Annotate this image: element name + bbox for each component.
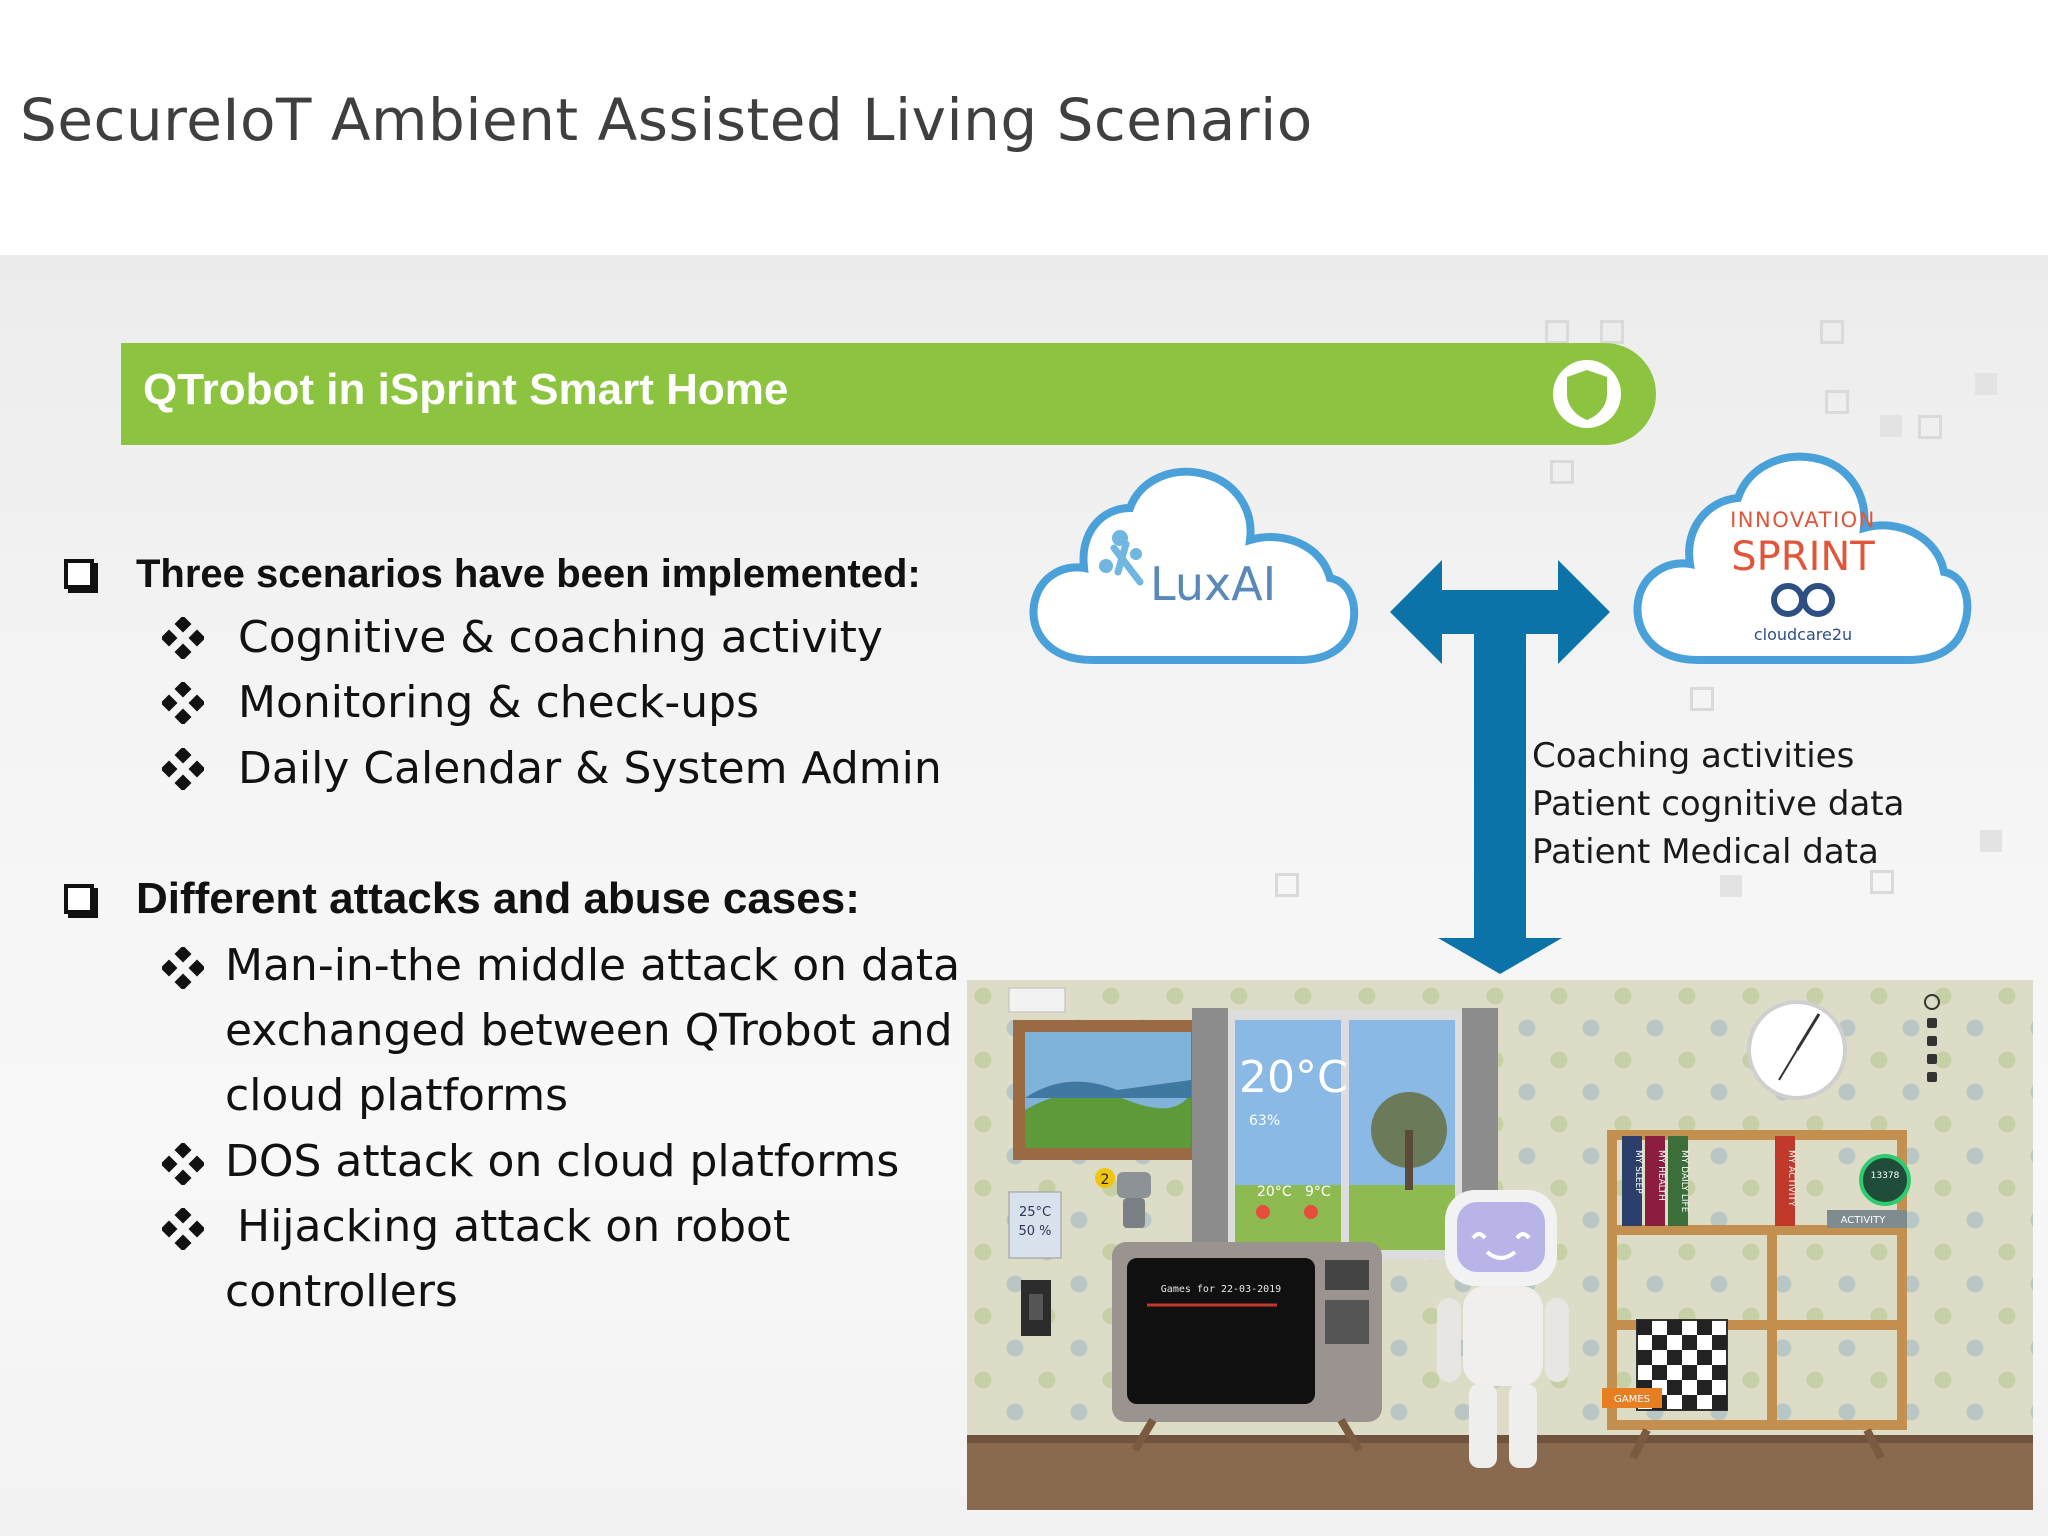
activity-widget: 13378 ACTIVITY — [1827, 1154, 1911, 1228]
attack-item-line: Hijacking attack on robot — [237, 1201, 791, 1252]
side-icons — [1924, 994, 1940, 1082]
cloudcare-label: cloudcare2u — [1754, 625, 1852, 644]
tv-leg — [1337, 1417, 1363, 1453]
shield-icon — [1553, 360, 1621, 428]
book-label: MY SLEEP — [1633, 1150, 1643, 1194]
diamond-bullet-icon — [162, 1143, 204, 1185]
deco-square — [1870, 870, 1894, 894]
cloudcare-logo-icon — [1771, 583, 1835, 617]
deco-square — [1545, 320, 1569, 344]
deco-square — [1550, 460, 1574, 484]
deco-square — [1720, 875, 1742, 897]
innovation-label: INNOVATION — [1730, 508, 1876, 532]
smart-home-illustration: 2 25°C 50 % 20°C 63% 20°C 9°C Games for … — [967, 980, 2033, 1510]
games-tag — [1602, 1388, 1662, 1408]
room-scene: 2 25°C 50 % 20°C 63% 20°C 9°C Games for … — [967, 987, 2033, 1510]
weather-humidity: 63% — [1249, 1113, 1280, 1129]
scenario-item: Daily Calendar & System Admin — [238, 743, 942, 794]
title-area: SecureIoT Ambient Assisted Living Scenar… — [0, 0, 2048, 255]
diamond-bullet-icon — [162, 748, 204, 790]
thermostat — [1008, 1191, 1062, 1259]
scenario-item: Monitoring & check-ups — [238, 677, 760, 728]
book-label: MY ACTIVITY — [1786, 1150, 1796, 1207]
innovation-sprint-cloud: INNOVATION SPRINT cloudcare2u — [1633, 452, 1972, 664]
small-note — [1008, 987, 1066, 1013]
data-flow-label: Patient cognitive data — [1532, 784, 1905, 824]
weather-temperature: 20°C — [1239, 1052, 1348, 1103]
data-flow-arrow-icon — [1390, 560, 1610, 974]
cloud-shape — [1029, 467, 1359, 664]
mini-robot-icon — [1117, 1172, 1151, 1198]
deco-square — [1918, 415, 1942, 439]
luxai-label: LuxAI — [1150, 557, 1276, 611]
tv-screen — [1127, 1258, 1315, 1404]
attack-item-line: Man-in-the middle attack on data — [225, 940, 961, 991]
notification-badge — [1095, 1168, 1115, 1188]
diamond-bullet-icon — [162, 617, 204, 659]
checkbox-bullet-icon — [64, 559, 94, 589]
sprint-label: SPRINT — [1731, 534, 1875, 580]
data-flow-label: Coaching activities — [1532, 736, 1855, 776]
floor — [967, 1435, 2033, 1510]
tv-text: Games for 22-03-2019 — [1161, 1284, 1281, 1295]
diamond-bullet-icon — [162, 1208, 204, 1250]
robot-face-screen — [1457, 1202, 1545, 1272]
attack-item-line: DOS attack on cloud platforms — [225, 1136, 900, 1187]
curtain-left — [1192, 1008, 1228, 1278]
data-flow-label: Patient Medical data — [1532, 832, 1879, 872]
qtrobot-figure — [1437, 1190, 1569, 1468]
slide-title: SecureIoT Ambient Assisted Living Scenar… — [20, 86, 1313, 154]
forecast-low: 9°C — [1305, 1184, 1331, 1200]
tv-leg — [1131, 1417, 1157, 1453]
deco-square — [1690, 687, 1714, 711]
banner-label: QTrobot in iSprint Smart Home — [143, 365, 789, 414]
attack-item-line: cloud platforms — [225, 1070, 569, 1121]
section-banner: QTrobot in iSprint Smart Home — [121, 343, 1656, 445]
attack-item-line: exchanged between QTrobot and — [225, 1005, 953, 1056]
deco-square — [1975, 373, 1997, 395]
deco-square — [1275, 873, 1299, 897]
luxai-logo-icon — [1099, 530, 1144, 586]
book-label: MY HEALTH — [1656, 1150, 1666, 1201]
deco-square — [1825, 390, 1849, 414]
attack-item-line: controllers — [225, 1266, 458, 1317]
activity-label: ACTIVITY — [1841, 1215, 1887, 1226]
badge-count: 2 — [1101, 1172, 1110, 1188]
diamond-bullet-icon — [162, 682, 204, 724]
attacks-heading: Different attacks and abuse cases: — [136, 874, 860, 923]
book-label: MY DAILY LIFE — [1679, 1150, 1689, 1213]
games-label: GAMES — [1614, 1394, 1650, 1405]
scenarios-heading: Three scenarios have been implemented: — [136, 552, 921, 596]
thermostat-temp: 25°C — [1019, 1205, 1051, 1220]
cloud-shape — [1633, 452, 1972, 664]
deco-square — [1820, 320, 1844, 344]
thermostat-humidity: 50 % — [1018, 1224, 1051, 1239]
deco-square — [1980, 830, 2002, 852]
bookshelf — [1607, 1130, 1907, 1460]
deco-square — [1880, 415, 1902, 437]
step-count: 13378 — [1871, 1171, 1900, 1181]
books: MY SLEEP MY HEALTH MY DAILY LIFE MY ACTI… — [1622, 1136, 1796, 1226]
checkbox-bullet-icon — [64, 884, 94, 914]
forecast-high: 20°C — [1257, 1184, 1292, 1200]
luxai-cloud: LuxAI — [1029, 467, 1359, 664]
deco-square — [1600, 320, 1624, 344]
scenario-item: Cognitive & coaching activity — [238, 612, 883, 663]
data-flow-labels: Coaching activities Patient cognitive da… — [1532, 732, 1904, 876]
diamond-bullet-icon — [162, 947, 204, 989]
